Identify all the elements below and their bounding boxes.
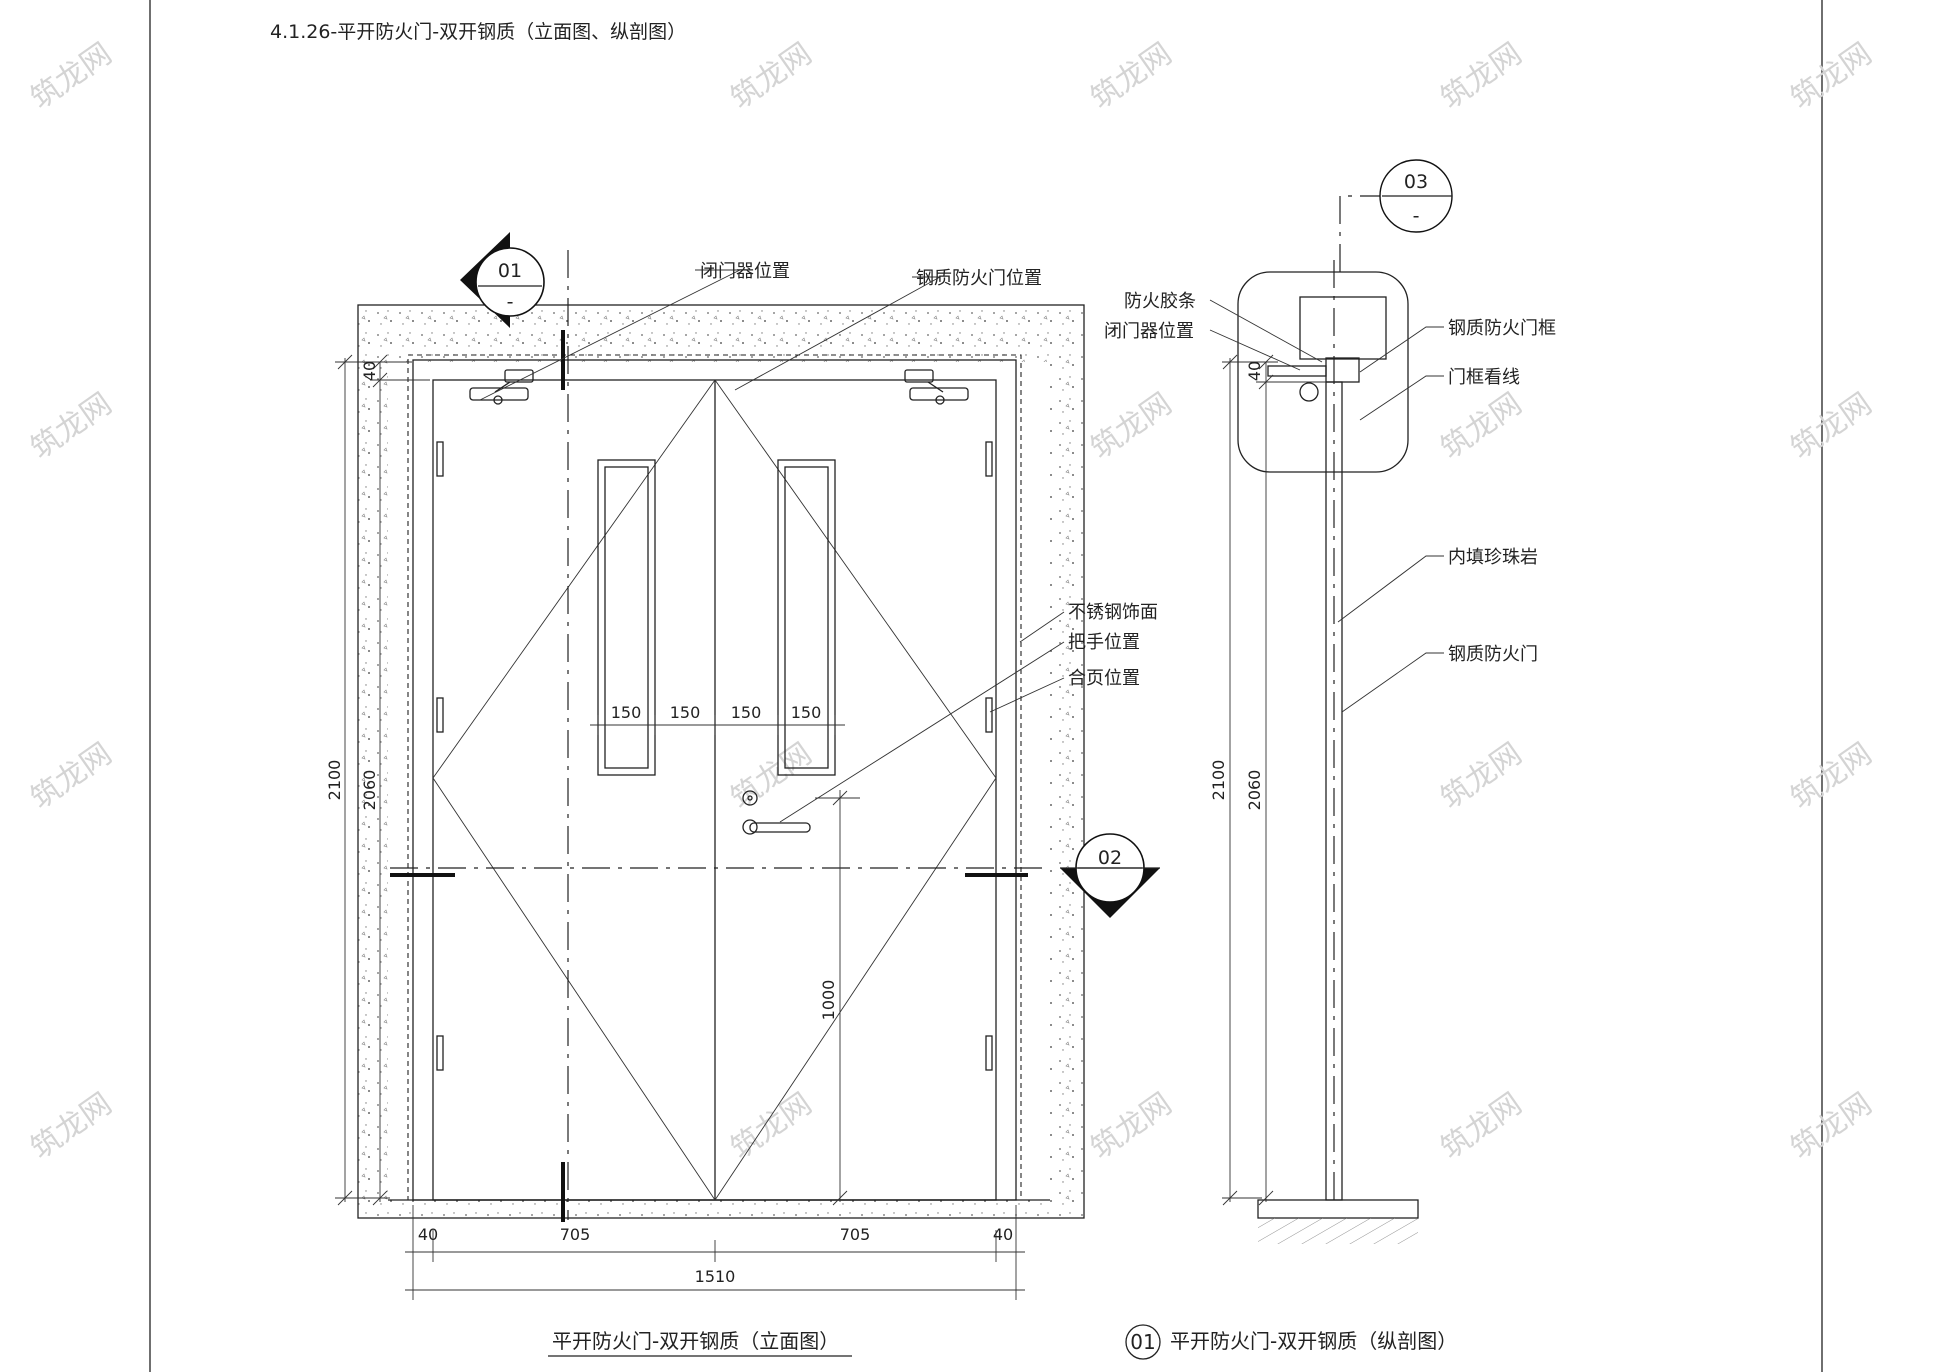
left-leaf-swing (432, 379, 716, 1201)
dim-glass-w2: 150 (791, 703, 822, 722)
note-infill: 内填珍珠岩 (1448, 547, 1538, 568)
tag-sheet: - (1413, 205, 1420, 227)
door-closer-left (469, 369, 534, 405)
dim-overall-height: 2100 (325, 760, 344, 801)
caption-text: 平开防火门-双开钢质（纵剖图） (1170, 1329, 1457, 1353)
tag-number: 02 (1098, 847, 1122, 869)
section-notes: 防火胶条 闭门器位置 钢质防火门框 门框看线 内填珍珠岩 钢质防火门 (1104, 291, 1556, 713)
dim-glass-gap1: 150 (670, 703, 701, 722)
elevation-caption: 平开防火门-双开钢质（立面图） (552, 1329, 839, 1353)
watermark-text: 筑龙网 (1085, 386, 1179, 466)
caption-number: 01 (1130, 1330, 1155, 1354)
section-tag-01: 01 - (460, 232, 545, 328)
elevation-notes: 闭门器位置 钢质防火门位置 不锈钢饰面 把手位置 合页位置 (479, 261, 1158, 823)
glass-width-dims: 150 150 150 150 (590, 703, 845, 735)
watermark-text: 筑龙网 (1435, 1086, 1529, 1166)
watermark-text: 筑龙网 (25, 1086, 119, 1166)
note-facing: 不锈钢饰面 (1068, 602, 1158, 623)
closer-body (1267, 365, 1327, 377)
right-leaf-swing (714, 379, 997, 1201)
dim-section-leaf-height: 2060 (1245, 770, 1264, 811)
watermark-text: 筑龙网 (1785, 1086, 1879, 1166)
note-hinge: 合页位置 (1068, 668, 1140, 689)
dim-section-top-gap: 40 (1245, 361, 1264, 381)
watermark-text: 筑龙网 (1785, 736, 1879, 816)
section-caption: 01 平开防火门-双开钢质（纵剖图） (1125, 1324, 1457, 1360)
watermark-layer: 筑龙网 筑龙网 筑龙网 筑龙网 筑龙网 筑龙网 筑龙网 筑龙网 筑龙网 筑龙网 … (25, 36, 1879, 1166)
section-vertical-dims: 2100 2060 40 (1209, 354, 1326, 1206)
watermark-text: 筑龙网 (1785, 36, 1879, 116)
watermark-text: 筑龙网 (25, 36, 119, 116)
elevation-bottom-dims: 40 705 705 40 1510 (405, 1205, 1025, 1300)
dim-glass-w1: 150 (611, 703, 642, 722)
tag-number: 03 (1404, 171, 1428, 193)
note-door: 钢质防火门位置 (916, 268, 1042, 289)
dim-leaf-right: 705 (840, 1225, 871, 1244)
dim-frame-right: 40 (993, 1225, 1013, 1244)
note-frame: 钢质防火门框 (1448, 318, 1556, 339)
dim-top-gap: 40 (360, 361, 379, 381)
section-tag-02: 02 (1060, 833, 1160, 918)
watermark-text: 筑龙网 (1435, 386, 1529, 466)
detail-leader (1339, 195, 1382, 272)
wall-outline (357, 304, 1085, 1219)
watermark-text: 筑龙网 (725, 36, 819, 116)
detail-tag-03: 03 - (1379, 159, 1453, 233)
dim-frame-left: 40 (418, 1225, 438, 1244)
watermark-text: 筑龙网 (1435, 36, 1529, 116)
tag-sheet: - (507, 291, 514, 313)
watermark-text: 筑龙网 (1785, 386, 1879, 466)
dim-handle-height: 1000 (819, 980, 838, 1021)
watermark-text: 筑龙网 (725, 736, 819, 816)
watermark-text: 筑龙网 (25, 736, 119, 816)
note-seal: 防火胶条 (1124, 291, 1196, 312)
watermark-text: 筑龙网 (25, 386, 119, 466)
door-handle (742, 790, 811, 835)
vision-panel-right (777, 459, 836, 776)
floor-finish (1257, 1199, 1419, 1219)
dim-leaf-height: 2060 (360, 770, 379, 811)
dim-overall-width: 1510 (695, 1267, 736, 1286)
dim-section-overall-height: 2100 (1209, 760, 1228, 801)
dim-leaf-left: 705 (560, 1225, 591, 1244)
sheet-title: 4.1.26-平开防火门-双开钢质（立面图、纵剖图） (270, 21, 686, 43)
floor-base (1258, 1218, 1418, 1244)
note-closer: 闭门器位置 (700, 261, 790, 282)
tag-number: 01 (498, 260, 522, 282)
dim-glass-gap2: 150 (731, 703, 762, 722)
elevation-view: 01 - 02 闭门器位置 钢质防火门位置 不锈钢饰面 把手位置 合页位置 (325, 232, 1160, 1357)
note-closer-section: 闭门器位置 (1104, 321, 1194, 342)
note-handle: 把手位置 (1068, 632, 1140, 653)
elevation-vertical-dims: 2100 2060 40 1000 (325, 354, 860, 1206)
hinges-right (985, 441, 993, 1071)
closer-arm (1299, 382, 1319, 402)
wall-surround (358, 305, 1084, 1218)
door-closer-right (904, 369, 969, 405)
watermark-text: 筑龙网 (1085, 36, 1179, 116)
note-door-section: 钢质防火门 (1448, 644, 1538, 665)
vision-panel-left (597, 459, 656, 776)
hinges-left (436, 441, 444, 1071)
watermark-text: 筑龙网 (725, 1086, 819, 1166)
detail-callout-box (1237, 271, 1409, 473)
head-wall (1299, 296, 1387, 360)
note-sightline: 门框看线 (1448, 367, 1520, 388)
head-frame (1325, 357, 1360, 383)
watermark-text: 筑龙网 (1085, 1086, 1179, 1166)
watermark-text: 筑龙网 (1435, 736, 1529, 816)
section-view: 03 - 防火胶条 闭门器位置 钢质防火门框 门框看线 内填珍珠岩 钢质防火门 (1104, 159, 1556, 1360)
